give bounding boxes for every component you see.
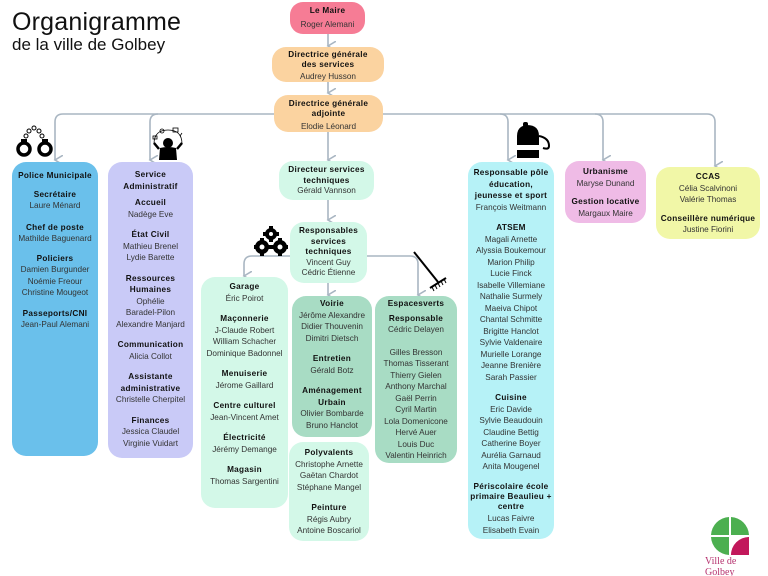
dga-title: Directrice générale adjointe: [288, 99, 369, 118]
dga-name: Elodie Léonard: [300, 122, 357, 131]
rst-box: Responsables services techniques Vincent…: [290, 222, 367, 283]
education-section: Responsable pôle éducation, jeunesse et …: [473, 168, 549, 212]
education-section: ATSEM Magali Arnette Alyssia Boukemour M…: [475, 223, 547, 382]
dgs-title: Directrice générale des services: [288, 50, 368, 69]
backpack-icon: [516, 122, 551, 158]
rst-title: Responsables services techniques: [298, 226, 359, 256]
espaces-verts-title: Espacesverts: [387, 299, 445, 308]
espaces-verts-section: Gilles Bresson Thomas Tisserant Thierry …: [383, 347, 449, 461]
page-title: Organigramme: [12, 8, 182, 36]
ville-de-golbey-logo: [711, 517, 749, 555]
education-section: Cuisine Eric Davide Sylvie Beaudouin Cla…: [479, 393, 543, 471]
page-subtitle: de la ville de Golbey: [12, 35, 166, 54]
rst-name: Cédric Étienne: [301, 268, 356, 277]
dga-box: Directrice générale adjointe Elodie Léon…: [274, 95, 383, 132]
education-section: Périscolaire école primaire Beaulieu + c…: [470, 481, 552, 535]
gears-icon: [254, 226, 288, 256]
logo-text: Ville de Golbey: [705, 556, 737, 576]
maire-name: Roger Alemani: [300, 19, 355, 29]
education-box: Responsable pôle éducation, jeunesse et …: [468, 162, 554, 539]
administratif-title: Service Administratif: [123, 170, 178, 191]
maire-title: Le Maire: [309, 6, 346, 15]
maire-box: Le Maire Roger Alemani: [290, 2, 365, 34]
juggling-person-icon: [152, 127, 183, 160]
police-title: Police Municipale: [18, 171, 92, 180]
dst-name: Gérald Vannson: [297, 186, 356, 195]
dgs-name: Audrey Husson: [300, 72, 356, 81]
rake-icon: [413, 251, 447, 292]
rst-name: Vincent Guy: [306, 257, 351, 267]
dst-box: Directeur services techniques Gérald Van…: [279, 161, 374, 200]
dgs-box: Directrice générale des services Audrey …: [272, 47, 384, 82]
dst-title: Directeur services techniques: [288, 165, 365, 185]
handcuffs-icon: [16, 125, 53, 157]
